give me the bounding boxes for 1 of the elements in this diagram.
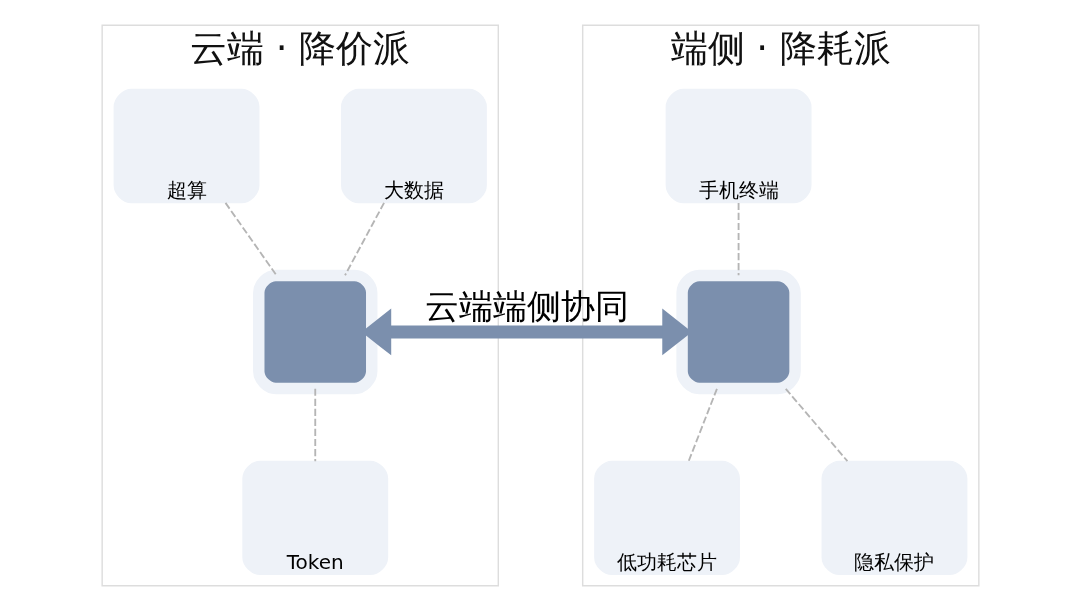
edge-label: 云端端侧协同 (424, 285, 629, 326)
